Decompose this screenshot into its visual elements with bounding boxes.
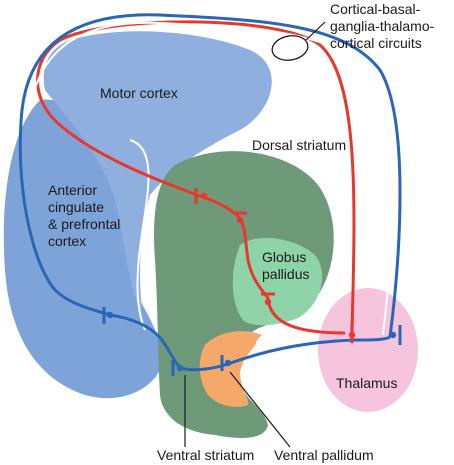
ventral-pallidum-label: Ventral pallidum xyxy=(274,447,374,463)
ventral-striatum-label: Ventral striatum xyxy=(157,447,254,463)
anterior-cingulate-label-4: cortex xyxy=(48,233,86,249)
thalamus-region xyxy=(318,288,418,412)
ventral-pallidum-leader xyxy=(229,371,291,448)
anterior-cingulate-label-1: Anterior xyxy=(48,182,97,198)
thalamus-label: Thalamus xyxy=(336,375,397,391)
motor-cortex-region xyxy=(43,31,272,311)
synapse-red-striatum xyxy=(233,211,247,224)
globus-pallidus-region xyxy=(232,237,323,326)
synapse-red-cortex xyxy=(194,188,208,204)
circuits-label-1: Cortical-basal- xyxy=(330,1,421,17)
synapse-red-thalamus xyxy=(348,323,356,343)
motor-cortex-label: Motor cortex xyxy=(100,85,178,101)
globus-pallidus-label-1: Globus xyxy=(262,249,306,265)
circuits-leader-line xyxy=(305,21,326,41)
synapse-red-pallidus xyxy=(261,292,275,306)
circuits-label-2: ganglia-thalamo- xyxy=(330,18,435,34)
synapse-blue-ventral-pallidum xyxy=(220,355,232,371)
anterior-cingulate-label-3: & prefrontal xyxy=(48,216,120,232)
circuit-red-path xyxy=(36,20,356,335)
circuit-blue-outline-path xyxy=(29,21,394,336)
globus-pallidus-label-2: pallidus xyxy=(262,266,309,282)
anterior-cingulate-label-2: cingulate xyxy=(48,199,104,215)
synapse-blue-thalamus xyxy=(389,325,402,345)
synapse-blue-ventral-striatum xyxy=(171,360,184,376)
circuits-label-3: cortical circuits xyxy=(330,35,422,51)
circuits-highlight-ellipse xyxy=(271,35,309,61)
dorsal-striatum-label: Dorsal striatum xyxy=(252,137,346,153)
synapse-blue-cortex xyxy=(102,307,114,324)
ventral-pallidum-region xyxy=(199,331,262,407)
cortex-divider xyxy=(129,139,150,331)
